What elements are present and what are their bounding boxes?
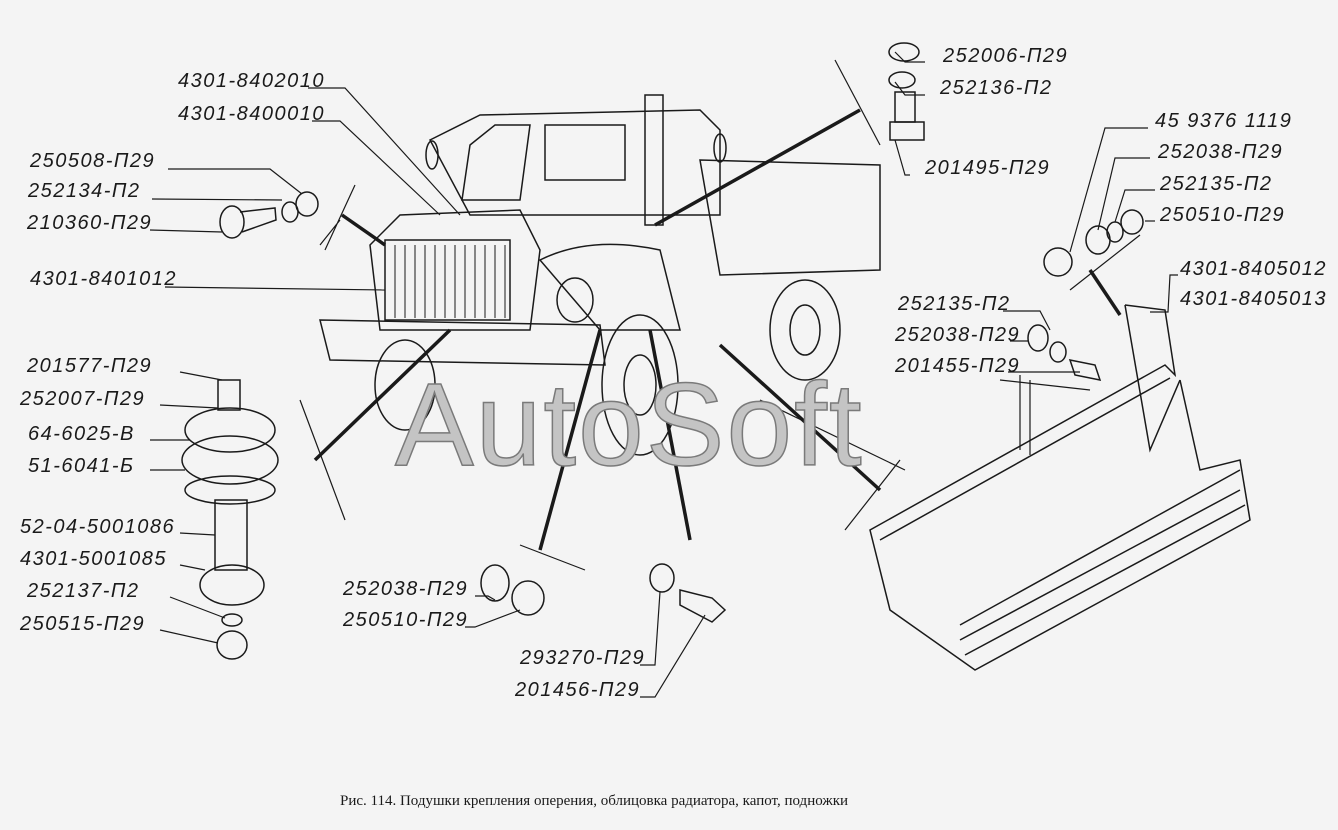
truck-illustration — [319, 94, 881, 456]
watermark: AutoSoft — [394, 359, 864, 491]
part-label: 64-6025-В — [28, 423, 135, 445]
part-label: 252038-П29 — [895, 324, 1021, 346]
part-label: 4301-5001085 — [20, 548, 168, 570]
part-label: 252135-П2 — [898, 293, 1011, 315]
part-label: 45 9376 1119 — [1155, 110, 1293, 132]
part-label: 51-6041-Б — [28, 455, 135, 477]
bolt-shape — [679, 589, 727, 623]
part-label: 252006-П29 — [943, 45, 1069, 67]
part-label: 252038-П29 — [1158, 141, 1284, 163]
cushion-assembly — [181, 379, 279, 660]
part-label: 4301-8401012 — [30, 268, 178, 290]
part-label: 201456-П29 — [515, 679, 641, 701]
part-label: 4301-8405012 — [1180, 258, 1328, 280]
part-label: 252038-П29 — [343, 578, 469, 600]
part-label: 4301-8405013 — [1180, 288, 1328, 310]
figure-caption: Рис. 114. Подушки крепления оперения, об… — [340, 793, 849, 809]
footstep-shape — [869, 304, 1251, 671]
part-label: 252134-П2 — [28, 180, 141, 202]
hood-bolt-set — [219, 191, 319, 239]
part-label: 252007-П29 — [20, 388, 146, 410]
leader-lines — [149, 51, 1178, 698]
part-label: 201495-П29 — [925, 157, 1051, 179]
part-label: 52-04-5001086 — [20, 516, 176, 538]
part-label: 4301-8400010 — [178, 103, 326, 125]
thick-pointer-lines — [313, 108, 1122, 551]
part-label: 250515-П29 — [20, 613, 146, 635]
part-label: 250510-П29 — [1160, 204, 1286, 226]
part-label: 293270-П29 — [520, 647, 646, 669]
part-label: 252137-П2 — [27, 580, 140, 602]
part-label: 252135-П2 — [1160, 173, 1273, 195]
nut-shape — [511, 580, 545, 616]
part-label: 210360-П29 — [27, 212, 153, 234]
part-label: 252136-П2 — [940, 77, 1053, 99]
part-label: 4301-8402010 — [178, 70, 326, 92]
lock-washer-shape — [649, 563, 675, 593]
part-label: 201577-П29 — [27, 355, 153, 377]
part-label: 201455-П29 — [895, 355, 1021, 377]
washer-shape — [480, 564, 510, 602]
part-label: 250508-П29 — [30, 150, 156, 172]
part-label: 250510-П29 — [343, 609, 469, 631]
